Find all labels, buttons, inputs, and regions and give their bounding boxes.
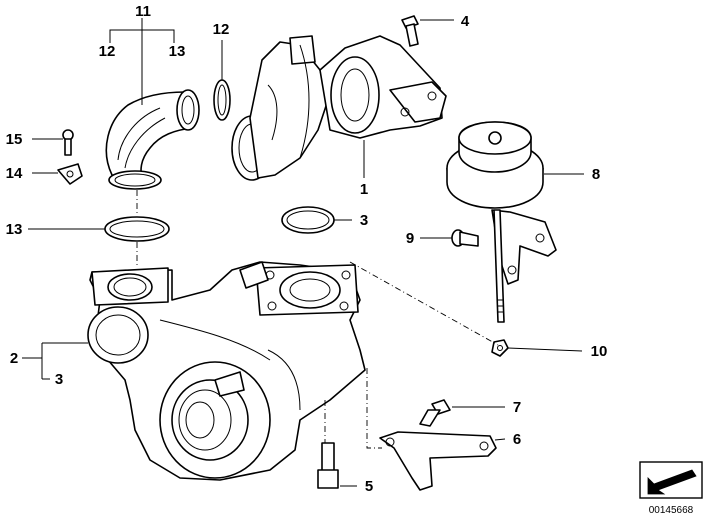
callout-10: 10 (591, 343, 608, 360)
callout-1: 1 (360, 181, 368, 198)
clip-14 (57, 163, 83, 185)
nut-10 (491, 339, 509, 357)
bolt-4 (401, 15, 419, 47)
callout-6: 6 (513, 431, 521, 448)
callout-8: 8 (592, 166, 600, 183)
assembly-dash-lines (136, 190, 499, 449)
callout-5: 5 (365, 478, 373, 495)
callout-13-top: 13 (169, 43, 186, 60)
callout-9: 9 (406, 230, 414, 247)
callout-12-left: 12 (99, 43, 116, 60)
screw-15 (62, 129, 74, 156)
callout-15: 15 (6, 131, 23, 148)
intake-hose-elbow (105, 89, 200, 190)
vacuum-actuator (446, 121, 557, 285)
bolt-7 (419, 399, 451, 427)
callout-4: 4 (461, 13, 470, 30)
callout-11: 11 (135, 3, 151, 20)
leader-lines (22, 18, 584, 487)
callout-3-bottom: 3 (55, 371, 63, 388)
callout-12-right: 12 (213, 21, 230, 38)
reference-arrow-icon (639, 461, 703, 499)
callout-2: 2 (10, 350, 18, 367)
screw-9 (451, 229, 479, 247)
o-ring-upper (213, 79, 231, 121)
callout-7: 7 (513, 399, 521, 416)
callout-14: 14 (6, 165, 23, 182)
bolt-5 (317, 442, 339, 489)
turbocharger-upper (231, 35, 447, 181)
o-ring-3 (281, 206, 335, 234)
actuator-rod (493, 209, 505, 323)
callout-3-top: 3 (360, 212, 368, 229)
bracket-6 (379, 431, 497, 491)
reference-number: 00145668 (649, 505, 694, 516)
o-ring-13 (104, 216, 170, 242)
turbocharger-main (87, 261, 366, 481)
callout-13-left: 13 (6, 221, 23, 238)
